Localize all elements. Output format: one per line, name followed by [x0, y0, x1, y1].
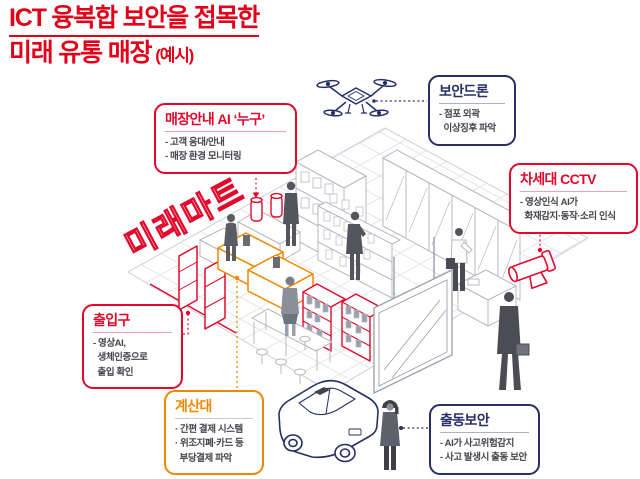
- callout-next-gen-cctv: 차세대 CCTV - 영상인식 AI가 화재감지·동작·소리 인식: [509, 163, 638, 234]
- ai-speaker-icons: [250, 192, 283, 222]
- callout-dispatch-security: 출동보안 - AI가 사고위험감지- 사고 발생시 출동 보안: [429, 404, 540, 475]
- callout-checkout: 계산대 · 간편 결제 시스템· 위조지폐·카드 등 부당결제 파악: [164, 390, 264, 475]
- callout-lines: - 점포 외곽 이상징후 파악: [439, 109, 496, 135]
- callout-title: 계산대: [175, 398, 253, 420]
- connector-lines: [183, 99, 543, 430]
- staff-woman: [281, 276, 299, 336]
- callout-lines: - 영상AI, 생체인증으로 출입 확인: [93, 338, 148, 378]
- cctv-camera-icon: [508, 249, 556, 290]
- title-suffix: (예시): [155, 45, 194, 65]
- signage-screen: [373, 237, 453, 395]
- callout-title: 출동보안: [440, 412, 529, 434]
- shopper-at-counter: [224, 214, 238, 261]
- page-title: ICT 융복합 보안을 접목한 미래 유통 매장(예시): [9, 4, 260, 67]
- refrigerator-row: [381, 149, 536, 301]
- security-guard: [380, 400, 400, 470]
- callout-security-drone: 보안드론 - 점포 외곽 이상징후 파악: [428, 75, 516, 146]
- callout-title: 보안드론: [439, 83, 505, 105]
- callout-title: 출입구: [93, 312, 172, 334]
- checkout-counter-icons: [217, 232, 314, 311]
- patrol-car-icon: [278, 379, 379, 463]
- callout-title: 매장안내 AI ‘누구’: [165, 111, 286, 133]
- title-line-2: 미래 유통 매장(예시): [9, 38, 194, 67]
- callout-lines: · 간편 결제 시스템· 위조지폐·카드 등 부당결제 파악: [175, 424, 244, 464]
- shopper-at-gondola: [346, 211, 366, 280]
- callout-lines: - AI가 사고위험감지- 사고 발생시 출동 보안: [440, 438, 527, 464]
- callout-title: 차세대 CCTV: [520, 171, 627, 193]
- callout-store-guide-ai: 매장안내 AI ‘누구’ - 고객 응대/안내- 매장 환경 모니터링: [154, 103, 297, 174]
- businessman: [497, 292, 530, 390]
- callout-entrance: 출입구 - 영상AI, 생체인증으로 출입 확인: [82, 304, 183, 389]
- entrance-gate-icons: [178, 245, 226, 330]
- title-line-1: ICT 융복합 보안을 접목한: [9, 4, 260, 37]
- shopper-near-speaker: [283, 181, 299, 246]
- drone-icon: [316, 78, 397, 117]
- callout-lines: - 영상인식 AI가 화재감지·동작·소리 인식: [520, 197, 616, 223]
- shopper-at-fridge: [446, 228, 473, 291]
- callout-lines: - 고객 응대/안내- 매장 환경 모니터링: [165, 137, 242, 163]
